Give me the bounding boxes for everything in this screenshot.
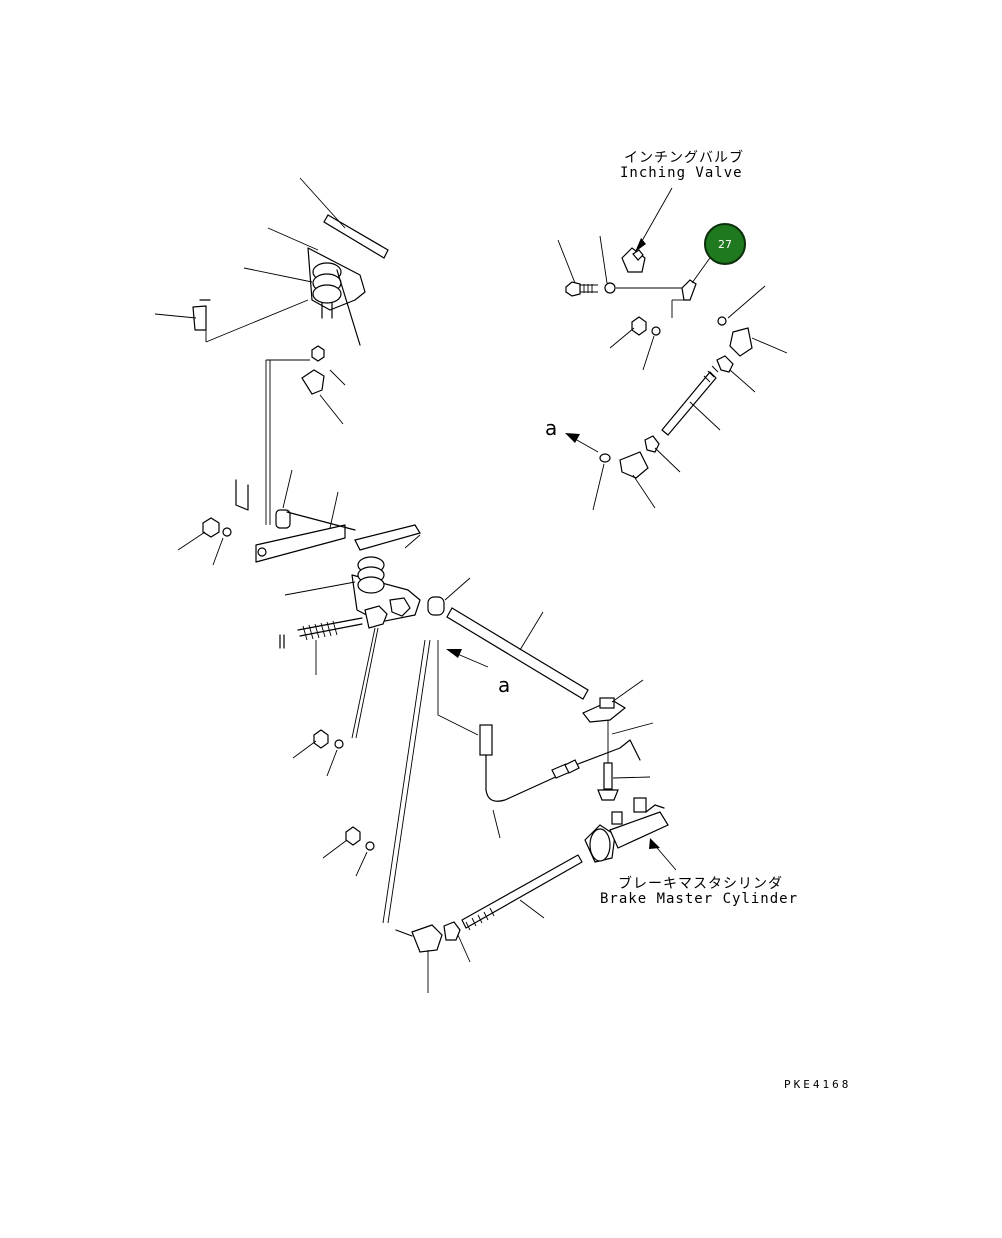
vertical-linkage — [265, 359, 310, 525]
lower-linkage — [382, 639, 583, 993]
drawing-code: PKE4168 — [784, 1078, 852, 1091]
brake-master-cylinder — [584, 797, 677, 871]
lower-left-fasteners — [292, 627, 379, 877]
brake-master-label-jp: ブレーキマスタシリンダ — [618, 876, 783, 892]
callout-number: 27 — [718, 237, 732, 251]
center-bracket — [582, 679, 654, 801]
inching-valve-label-jp: インチングバルブ — [624, 150, 744, 166]
horizontal-rod — [427, 577, 589, 700]
arrow-a-top — [565, 433, 599, 453]
reference-a-bottom: a — [498, 673, 511, 697]
arrow-a-bottom — [446, 649, 489, 668]
callout-badge-27: 27 — [704, 223, 746, 265]
brake-hose — [437, 640, 641, 839]
inching-pipe — [592, 365, 721, 511]
upper-pedal-leaders — [154, 177, 346, 425]
reference-a-top: a — [545, 416, 558, 440]
middle-pedal-leaders — [177, 469, 421, 675]
brake-master-label-en: Brake Master Cylinder — [600, 891, 799, 907]
inching-valve-label-en: Inching Valve — [620, 165, 743, 181]
upper-pedal-assembly — [192, 214, 389, 395]
inching-valve-assembly — [557, 187, 788, 393]
middle-pedal-assembly — [202, 479, 421, 649]
